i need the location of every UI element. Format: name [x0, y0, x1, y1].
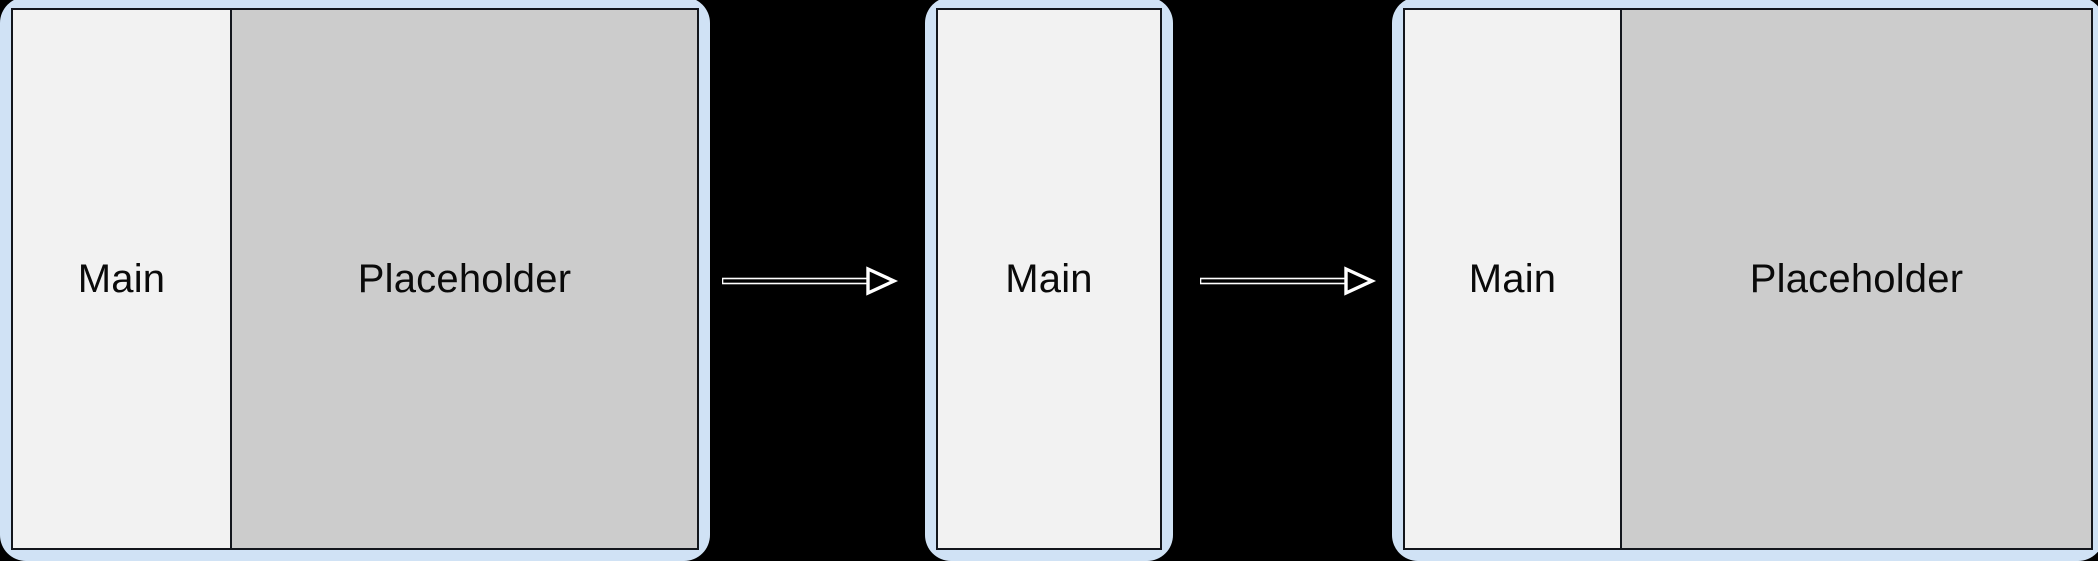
- card-before[interactable]: Main Placeholder: [0, 0, 710, 561]
- card-middle-inner: Main: [936, 8, 1162, 550]
- arrow-right-icon-1: [722, 258, 902, 304]
- panel-placeholder-after[interactable]: Placeholder: [1620, 10, 2091, 548]
- panel-main-before[interactable]: Main: [13, 10, 230, 548]
- card-after-inner: Main Placeholder: [1403, 8, 2093, 550]
- panel-label-placeholder-before: Placeholder: [357, 257, 572, 301]
- card-after[interactable]: Main Placeholder: [1392, 0, 2098, 561]
- panel-label-placeholder-after: Placeholder: [1749, 257, 1964, 301]
- card-before-inner: Main Placeholder: [11, 8, 699, 550]
- panel-main-after[interactable]: Main: [1405, 10, 1620, 548]
- panel-main-middle[interactable]: Main: [938, 10, 1160, 548]
- panel-placeholder-before[interactable]: Placeholder: [230, 10, 697, 548]
- panel-label-main-after: Main: [1468, 257, 1557, 301]
- panel-label-main-middle: Main: [1005, 257, 1093, 301]
- card-middle[interactable]: Main: [925, 0, 1173, 561]
- arrow-right-icon-2: [1200, 258, 1380, 304]
- panel-label-main-before: Main: [77, 257, 166, 301]
